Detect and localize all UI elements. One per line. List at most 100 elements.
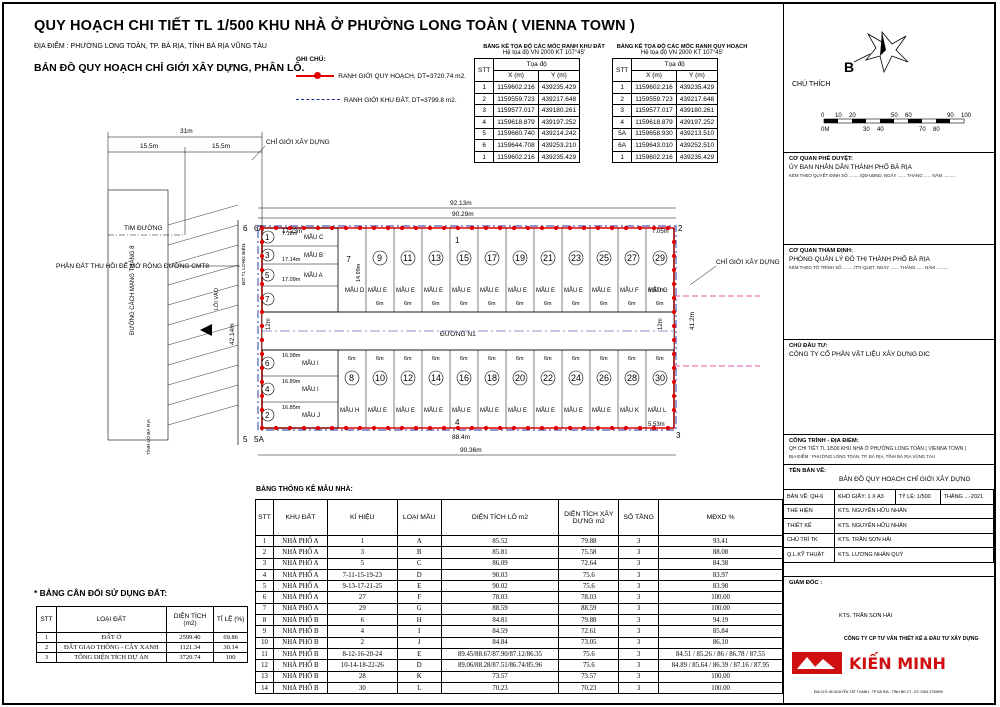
stats-cell: 100.00 bbox=[658, 591, 783, 604]
appraise-note: KÈM THEO TỜ TRÌNH SỐ ........./TTr-QLĐT,… bbox=[789, 265, 949, 270]
boundary-marker bbox=[623, 225, 629, 231]
dim-15-5-b: 15.5m bbox=[212, 143, 230, 150]
approve-value: ỦY BAN NHÂN DÂN THÀNH PHỐ BÀ RỊA bbox=[789, 164, 912, 171]
stats-cell: 75.6 bbox=[558, 647, 620, 661]
lot-number-marker bbox=[261, 356, 275, 370]
boundary-marker bbox=[623, 425, 629, 431]
lot-number: 18 bbox=[487, 373, 497, 383]
road-n1-label: ĐƯỜNG N1 bbox=[440, 329, 476, 338]
sign-cell: KHỔ GIẤY: 1 X A3 bbox=[834, 489, 896, 505]
boundary-marker bbox=[469, 225, 475, 231]
lot-width: 6m bbox=[600, 301, 608, 307]
stats-cell: 11 bbox=[255, 647, 274, 661]
stats-cell: NHÀ PHỐ B bbox=[272, 625, 328, 638]
director-label: GIÁM ĐỐC : bbox=[789, 580, 823, 586]
stats-cell: 7 bbox=[255, 602, 274, 616]
lot-number-marker bbox=[428, 370, 444, 386]
stats-cell: 83.97 bbox=[658, 568, 783, 582]
boundary-marker bbox=[539, 425, 545, 431]
lot-number: 5 bbox=[265, 271, 270, 280]
stats-cell: 70.23 bbox=[558, 681, 620, 695]
coord-table-plan: BẢNG KÊ TỌA ĐỘ CÁC MỐC RANH QUY HOẠCH Hệ… bbox=[611, 44, 752, 164]
corner-5a: 5A bbox=[254, 435, 264, 444]
stats-cell: E bbox=[396, 647, 442, 661]
stats-cell: NHÀ PHỐ B bbox=[272, 670, 328, 683]
dim-7-05: 7.05m bbox=[652, 229, 669, 235]
sign-person: KTS. TRẦN SƠN HẢI bbox=[834, 532, 994, 548]
boundary-marker bbox=[259, 407, 265, 413]
stats-cell: 84.38 bbox=[658, 557, 783, 570]
boundary-marker bbox=[259, 425, 265, 431]
coord-cell: 439253.210 bbox=[537, 139, 581, 152]
stats-cell: 75.58 bbox=[558, 546, 620, 559]
stats-cell: 86.09 bbox=[440, 557, 560, 570]
label-ranh-left: BỜ TL LONG BIÊN bbox=[239, 243, 247, 285]
lot-number-marker bbox=[512, 250, 528, 266]
legend-land-label: RANH GIỚI KHU ĐẤT, DT=3799.8 m2. bbox=[344, 96, 457, 104]
lot-number: 27 bbox=[627, 253, 637, 263]
coord-cell: 439235.429 bbox=[537, 150, 581, 164]
stats-cell: 1 bbox=[255, 534, 274, 548]
dashed-boundary-swatch bbox=[296, 99, 340, 105]
stats-cell: 3 bbox=[618, 636, 660, 649]
lot-type: MẪU E bbox=[424, 287, 443, 294]
lot-width: 6m bbox=[488, 301, 496, 307]
sign-cell: THÁNG ...-2021 bbox=[939, 489, 995, 505]
stats-cell: 100.00 bbox=[658, 670, 783, 683]
lot-number: 8 bbox=[349, 373, 354, 383]
boundary-marker bbox=[671, 323, 677, 329]
stats-cell: 27 bbox=[326, 591, 398, 604]
stats-cell: 28 bbox=[326, 670, 398, 683]
stats-cell: 78.03 bbox=[558, 591, 620, 604]
stats-cell: 10-14-18-22-26 bbox=[326, 659, 398, 672]
lot-type: MẪU E bbox=[452, 287, 471, 294]
lot-number-marker bbox=[261, 382, 275, 396]
stats-cell: 3 bbox=[618, 602, 660, 616]
coord-cell: 5 bbox=[473, 127, 495, 141]
boundary-marker bbox=[427, 225, 433, 231]
boundary-marker bbox=[259, 225, 265, 231]
lot-number: 14 bbox=[431, 373, 441, 383]
lot-type: MẪU C bbox=[304, 234, 324, 241]
appraise-label: CƠ QUAN THẨM ĐỊNH: bbox=[789, 248, 853, 254]
lot-number-marker bbox=[261, 268, 275, 282]
lot-number: 11 bbox=[403, 253, 412, 263]
lot-number-marker bbox=[372, 370, 388, 386]
lot-width: 6m bbox=[348, 356, 356, 362]
lot-width: 16.98m bbox=[282, 353, 301, 359]
coord-cell: 439235.429 bbox=[675, 150, 719, 164]
stats-cell: 8 bbox=[255, 614, 274, 627]
coord-table-land: BẢNG KÊ TỌA ĐỘ CÁC MỐC RANH KHU ĐẤT Hệ t… bbox=[473, 44, 614, 164]
boundary-marker bbox=[671, 379, 677, 385]
dim-42-14: 42.14m bbox=[229, 323, 236, 345]
lot-type: MẪU E bbox=[564, 407, 583, 414]
stats-cell: J bbox=[396, 636, 442, 649]
stats-cell: 9-13-17-21-25 bbox=[326, 580, 398, 593]
lot-type: MẪU J bbox=[302, 412, 320, 419]
coord-cell: 1159660.740 bbox=[493, 127, 539, 141]
stats-cell: NHÀ PHỐ B bbox=[272, 647, 328, 661]
boundary-marker bbox=[671, 267, 677, 273]
stats-cell: 84.84 bbox=[440, 636, 560, 649]
stats-cell: 3 bbox=[618, 568, 660, 582]
stats-header: SỐ TẦNG bbox=[618, 499, 660, 536]
coord-cell: 439214.242 bbox=[537, 127, 581, 141]
lot-type: MẪU E bbox=[424, 407, 443, 414]
lot-width: 6m bbox=[544, 356, 552, 362]
boundary-marker bbox=[671, 281, 677, 287]
stats-cell: 7-11-15-19-23 bbox=[326, 568, 398, 582]
stats-cell: 5 bbox=[255, 580, 274, 593]
project-label: CÔNG TRÌNH - ĐỊA ĐIỂM: bbox=[789, 438, 859, 444]
stats-header: STT bbox=[255, 499, 274, 536]
dim-41-2: 41.2m bbox=[689, 312, 696, 330]
col-stt: STT bbox=[473, 57, 495, 83]
stats-cell: 3 bbox=[618, 546, 660, 559]
boundary-marker bbox=[525, 425, 531, 431]
entrance-arrow-icon bbox=[200, 324, 212, 336]
